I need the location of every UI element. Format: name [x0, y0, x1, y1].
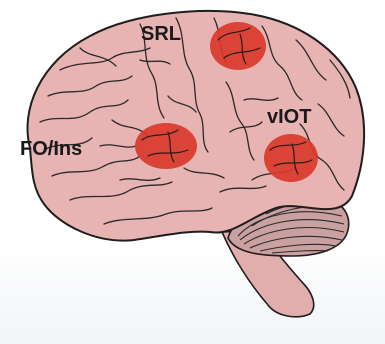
region-spot-srl — [210, 22, 266, 70]
cerebrum — [28, 11, 365, 241]
label-fo-ins: FO/Ins — [20, 138, 82, 160]
label-srl: SRL — [141, 23, 181, 45]
region-spot-fo-ins — [135, 123, 197, 169]
region-spot-viot — [264, 134, 318, 182]
label-viot: vIOT — [267, 106, 311, 128]
